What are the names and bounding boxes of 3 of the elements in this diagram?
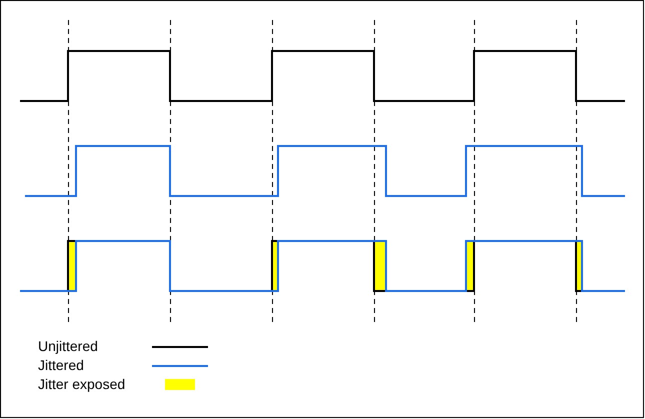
legend-label: Unjittered	[38, 338, 98, 354]
legend-label: Jittered	[38, 357, 84, 373]
legend-label: Jitter exposed	[38, 376, 126, 392]
